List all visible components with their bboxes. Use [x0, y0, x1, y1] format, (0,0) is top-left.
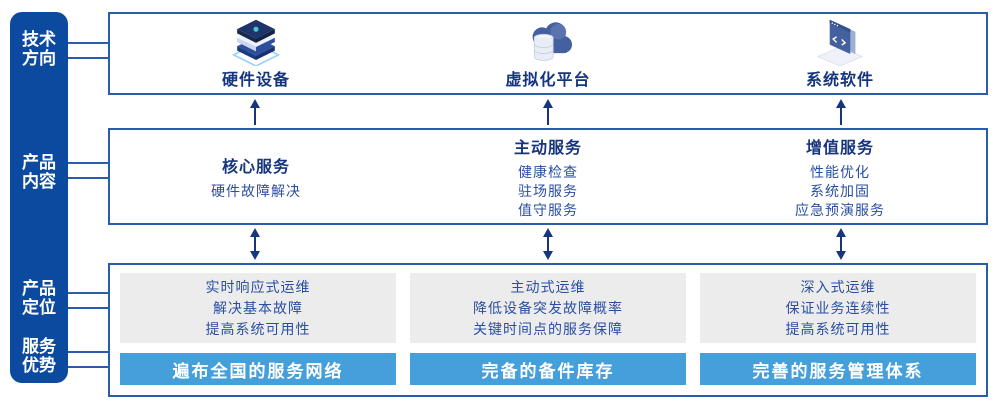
advantage-bar: 完备的备件库存 [410, 353, 686, 385]
tech-label-hardware: 硬件设备 [221, 72, 290, 89]
service-item: 值守服务 [518, 201, 578, 218]
tech-direction-box: 硬件设备 虚拟化平台 [108, 12, 988, 95]
service-item: 硬件故障解决 [211, 182, 301, 199]
positioning-line: 保证业务连续性 [785, 299, 891, 316]
server-stack-icon [231, 19, 281, 66]
positioning-panel: 实时响应式运维 解决基本故障 提高系统可用性 [120, 273, 396, 343]
positioning-line: 降低设备突发故障概率 [473, 299, 623, 316]
service-item: 健康检查 [518, 163, 578, 180]
double-arrow-icon [542, 228, 553, 260]
arrow-zone-double [108, 227, 988, 261]
connector-line [68, 42, 108, 44]
sidebar-label-service-advantage: 服务 优势 [22, 337, 56, 375]
positioning-line: 提高系统可用性 [785, 320, 891, 337]
connector-line [68, 366, 108, 368]
positioning-line: 关键时间点的服务保障 [473, 320, 623, 337]
connector-line [68, 177, 108, 179]
service-title: 核心服务 [221, 158, 290, 176]
service-title: 增值服务 [805, 139, 874, 157]
service-item: 驻场服务 [518, 182, 578, 199]
connector-line [68, 351, 108, 353]
service-title: 主动服务 [513, 139, 582, 157]
positioning-line: 实时响应式运维 [205, 278, 311, 295]
positioning-line: 深入式运维 [800, 278, 876, 295]
tech-item-hardware: 硬件设备 [110, 14, 402, 93]
sidebar-label-product-content: 产品 内容 [22, 153, 56, 191]
service-item: 系统加固 [810, 182, 870, 199]
arrow-zone-up [108, 97, 988, 126]
tech-label-system-software: 系统软件 [805, 72, 874, 89]
product-position-box: 实时响应式运维 解决基本故障 提高系统可用性 遍布全国的服务网络 主动式运维 降… [108, 263, 988, 397]
positioning-line: 主动式运维 [510, 278, 586, 295]
sidebar-rail: 技术 方向 产品 内容 产品 定位 服务 优势 [10, 12, 68, 383]
service-item: 应急预演服务 [795, 201, 885, 218]
connector-line [68, 307, 108, 309]
tech-item-virtualization: 虚拟化平台 [402, 14, 694, 93]
up-arrow-icon [836, 98, 847, 125]
service-column-value-added: 增值服务 性能优化 系统加固 应急预演服务 [694, 130, 986, 223]
positioning-panel: 主动式运维 降低设备突发故障概率 关键时间点的服务保障 [410, 273, 686, 343]
advantage-bar: 完善的服务管理体系 [700, 353, 976, 385]
position-column-deep: 深入式运维 保证业务连续性 提高系统可用性 完善的服务管理体系 [700, 273, 976, 385]
cloud-database-icon [532, 22, 572, 61]
double-arrow-icon [836, 228, 847, 260]
advantage-bar: 遍布全国的服务网络 [120, 353, 396, 385]
positioning-line: 提高系统可用性 [205, 320, 311, 337]
tech-item-system-software: 系统软件 [694, 14, 986, 93]
sidebar-label-tech-direction: 技术 方向 [22, 30, 56, 68]
position-column-proactive: 主动式运维 降低设备突发故障概率 关键时间点的服务保障 完备的备件库存 [410, 273, 686, 385]
up-arrow-icon [542, 98, 553, 125]
service-column-active: 主动服务 健康检查 驻场服务 值守服务 [402, 130, 694, 223]
connector-line [68, 162, 108, 164]
service-column-core: 核心服务 硬件故障解决 [110, 130, 402, 223]
connector-line [68, 57, 108, 59]
service-item: 性能优化 [810, 163, 870, 180]
product-content-box: 核心服务 硬件故障解决 主动服务 健康检查 驻场服务 值守服务 增值服务 性能优… [108, 128, 988, 225]
double-arrow-icon [249, 228, 260, 260]
sidebar-label-product-position: 产品 定位 [22, 279, 56, 317]
positioning-line: 解决基本故障 [213, 299, 303, 316]
up-arrow-icon [249, 98, 260, 125]
code-window-icon [816, 19, 864, 66]
tech-label-virtualization: 虚拟化平台 [505, 72, 591, 89]
connector-line [68, 292, 108, 294]
position-column-realtime: 实时响应式运维 解决基本故障 提高系统可用性 遍布全国的服务网络 [120, 273, 396, 385]
positioning-panel: 深入式运维 保证业务连续性 提高系统可用性 [700, 273, 976, 343]
